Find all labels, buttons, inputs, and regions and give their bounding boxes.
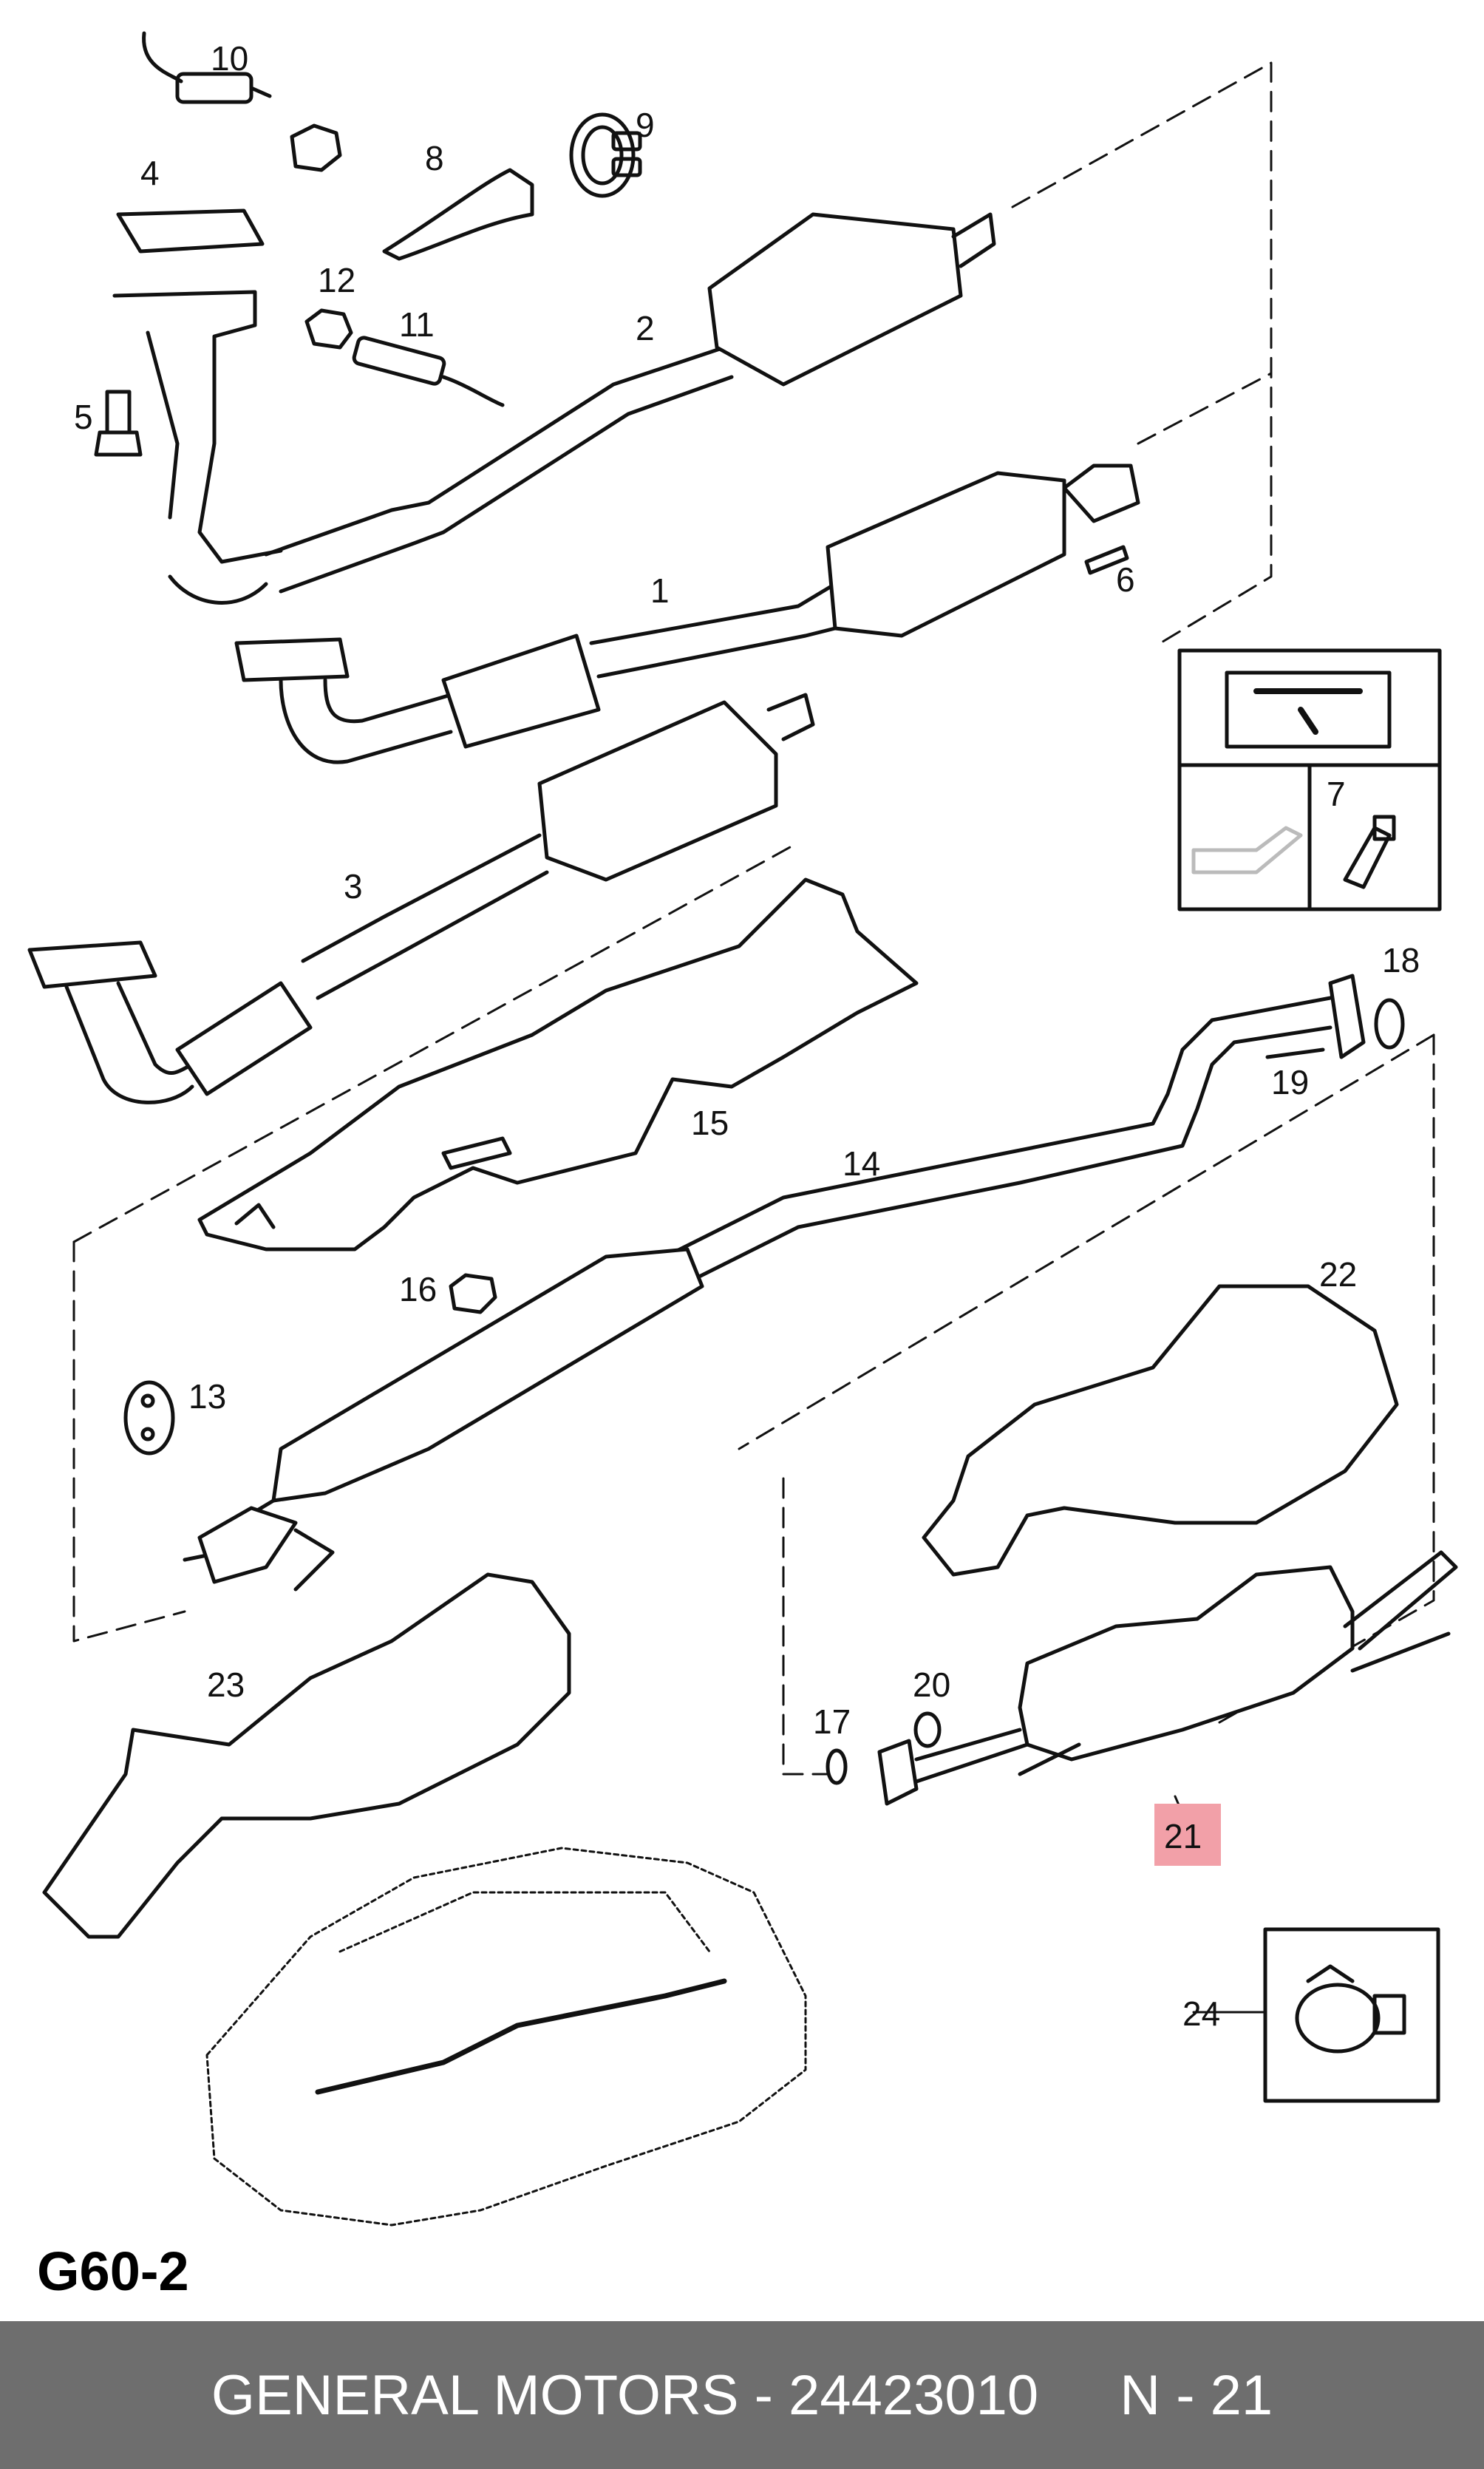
sealant-tube-icon	[1343, 815, 1396, 889]
vehicle-outline	[205, 1847, 807, 2227]
oil-can-icon	[1191, 826, 1303, 874]
heat-shield-part-23	[42, 1572, 571, 1939]
part-label-2: 2	[636, 309, 655, 347]
clamp-box	[1263, 1927, 1440, 2103]
rear-silencer-part-21	[877, 1550, 1458, 1806]
part-label-11: 11	[399, 305, 435, 344]
gasket-part-4	[116, 208, 265, 254]
vehicle-exhaust-route	[315, 1978, 727, 2095]
front-pipe-part-1	[234, 463, 1140, 764]
front-pipe-part-2	[112, 212, 996, 605]
heat-shield-part-8	[382, 168, 534, 261]
footer-bar: GENERAL MOTORS - 24423010 N - 21	[0, 2321, 1484, 2469]
rubber-bush-part-20	[913, 1711, 942, 1748]
oxygen-sensor-part-11	[352, 336, 505, 407]
rubber-mount-part-13	[123, 1380, 175, 1456]
part-label-16: 16	[399, 1270, 437, 1308]
bolt-part-5	[94, 390, 143, 457]
part-label-13: 13	[188, 1377, 226, 1416]
clamp-part-9	[569, 112, 642, 198]
part-label-10: 10	[211, 39, 248, 78]
part-label-24: 24	[1182, 1994, 1220, 2033]
nut-part-12	[304, 308, 353, 350]
part-label-14: 14	[843, 1144, 880, 1183]
nut-part	[290, 123, 342, 172]
heat-shield-part-22	[922, 1284, 1399, 1577]
part-label-3: 3	[344, 867, 363, 906]
clamp-icon	[1295, 1964, 1406, 2054]
highlight-part-21	[1154, 1804, 1221, 1866]
part-label-4: 4	[140, 154, 160, 192]
part-label-8: 8	[425, 139, 444, 177]
part-label-23: 23	[207, 1665, 245, 1704]
part-label-7: 7	[1327, 775, 1346, 813]
part-label-19: 19	[1271, 1063, 1309, 1101]
heat-shield-part-15	[197, 877, 919, 1252]
part-label-15: 15	[691, 1104, 729, 1142]
oxygen-sensor-part-10	[142, 31, 272, 104]
manual-book-wrench-icon	[1225, 670, 1392, 749]
part-label-12: 12	[318, 261, 355, 299]
part-label-21: 21	[1164, 1817, 1202, 1855]
ring-part-17	[826, 1748, 848, 1785]
manufacturer-part: GENERAL MOTORS - 24423010	[211, 2363, 1039, 2427]
part-label-5: 5	[74, 398, 93, 436]
item-reference: N - 21	[1120, 2363, 1273, 2427]
part-label-17: 17	[813, 1702, 851, 1741]
front-pipe-part-3	[27, 693, 815, 1104]
part-label-18: 18	[1382, 941, 1420, 979]
heat-shield-bracket	[234, 1203, 276, 1229]
rubber-ring-part-18	[1374, 998, 1405, 1050]
part-label-6: 6	[1116, 560, 1135, 599]
diagram-code: G60-2	[37, 2241, 189, 2302]
part-label-20: 20	[913, 1665, 950, 1704]
bolt-part-6	[1084, 545, 1129, 575]
assembly-guide-lines	[72, 61, 1435, 1776]
part-label-9: 9	[636, 106, 655, 144]
nut-part-16	[449, 1273, 497, 1314]
heat-shield-slot	[441, 1136, 512, 1170]
part-label-22: 22	[1319, 1255, 1357, 1294]
rear-pipe-part-14	[183, 974, 1366, 1592]
part-label-1: 1	[650, 571, 670, 610]
